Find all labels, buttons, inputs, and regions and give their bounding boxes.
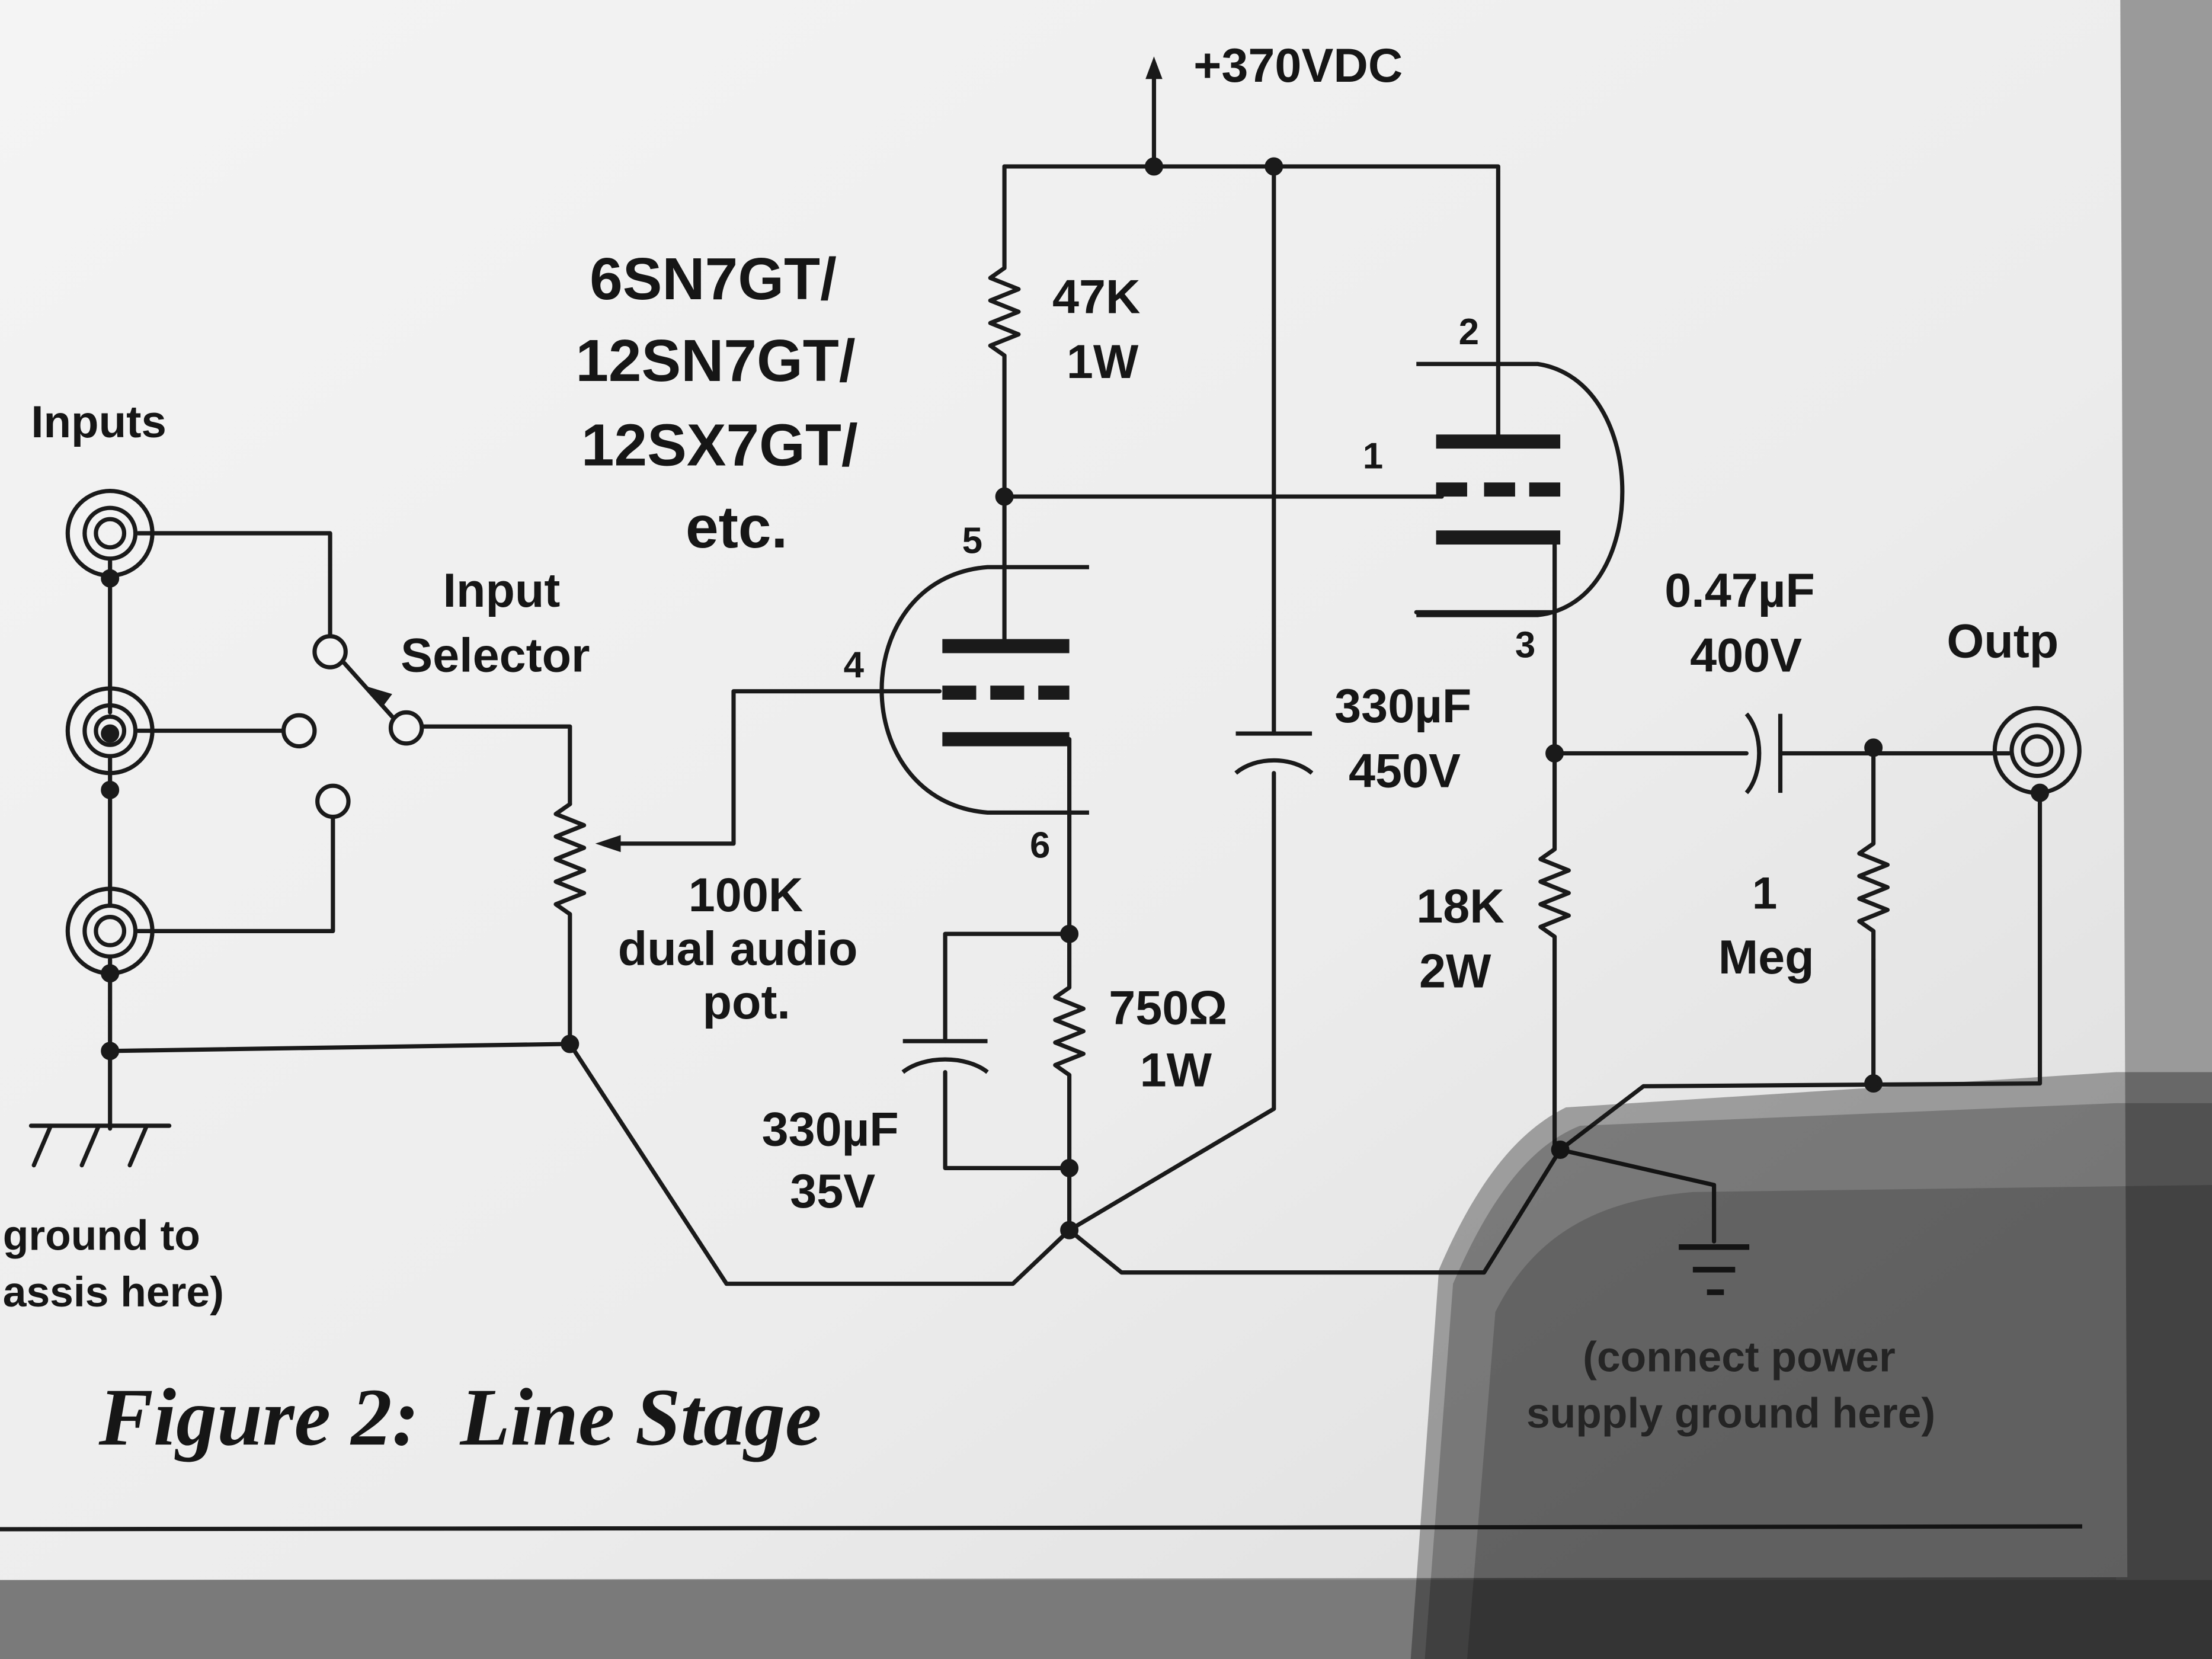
supply-arrow bbox=[1145, 56, 1163, 79]
tube-type-line-2: 12SN7GT/ bbox=[575, 328, 855, 394]
pot-desc-1: dual audio bbox=[618, 923, 858, 976]
table-strip-right bbox=[2116, 0, 2212, 1659]
tube-type-line-3: 12SX7GT/ bbox=[581, 412, 858, 479]
pin-4-label: 4 bbox=[844, 645, 865, 686]
camera-shadow-inner bbox=[1467, 1185, 2212, 1659]
tube-type-line-1: 6SN7GT/ bbox=[590, 246, 837, 312]
tube-v1-envelope bbox=[879, 565, 1089, 815]
r750-rating: 1W bbox=[1140, 1043, 1212, 1097]
output-label: Outp bbox=[1947, 615, 2059, 668]
pin-3-label: 3 bbox=[1515, 625, 1535, 666]
r1meg-unit: Meg bbox=[1718, 931, 1814, 984]
bottom-rule bbox=[0, 1524, 2082, 1532]
r1meg-value: 1 bbox=[1752, 868, 1777, 918]
output-jack bbox=[1992, 706, 2082, 795]
camera-shadow bbox=[1410, 1072, 2212, 1659]
cathode-cap-rating: 35V bbox=[790, 1165, 875, 1218]
supply-ground-note-1: (connect power bbox=[1583, 1333, 1896, 1381]
figure-caption: Figure 2: Line Stage bbox=[98, 1372, 822, 1462]
components bbox=[65, 56, 2082, 1295]
r47k-value: 47K bbox=[1052, 271, 1140, 324]
chassis-ground-note-2: assis here) bbox=[3, 1269, 224, 1316]
coupling-cap-rating: 400V bbox=[1690, 629, 1802, 682]
input-jack-2 bbox=[65, 686, 155, 776]
supply-ground-note-2: supply ground here) bbox=[1526, 1390, 1935, 1437]
cathode-cap-value: 330µF bbox=[762, 1103, 899, 1156]
pin-6-label: 6 bbox=[1030, 825, 1050, 866]
r18k-value: 18K bbox=[1416, 880, 1504, 933]
table-strip-bottom bbox=[0, 1580, 2212, 1659]
pin-2-label: 2 bbox=[1459, 312, 1479, 353]
r18k-rating: 2W bbox=[1419, 945, 1491, 998]
coupling-cap-value: 0.47µF bbox=[1664, 564, 1815, 617]
inputs-label: Inputs bbox=[31, 397, 166, 447]
input-jack-3 bbox=[65, 886, 155, 976]
selector-label-1: Input bbox=[443, 564, 561, 617]
pot-value: 100K bbox=[689, 869, 803, 922]
tube-v2-envelope bbox=[1416, 361, 1625, 617]
r750-value: 750Ω bbox=[1109, 982, 1227, 1035]
supply-cap-rating: 450V bbox=[1349, 745, 1461, 798]
pot-desc-2: pot. bbox=[703, 976, 790, 1029]
r47k-rating: 1W bbox=[1067, 335, 1139, 389]
supply-voltage-label: +370VDC bbox=[1193, 39, 1403, 92]
input-jack-1 bbox=[65, 489, 155, 578]
labels: +370VDC 6SN7GT/ 12SN7GT/ 12SX7GT/ etc. 4… bbox=[3, 39, 2059, 1462]
tube-type-line-4: etc. bbox=[686, 494, 788, 561]
camera-shadow-overlay bbox=[1424, 1103, 2212, 1659]
pin-5-label: 5 bbox=[962, 520, 982, 561]
selector-label-2: Selector bbox=[401, 629, 590, 682]
pin-1-label: 1 bbox=[1363, 435, 1383, 476]
supply-cap-value: 330µF bbox=[1334, 680, 1471, 733]
chassis-ground-note-1: ground to bbox=[3, 1212, 200, 1260]
paper-sheet bbox=[0, 0, 2128, 1580]
